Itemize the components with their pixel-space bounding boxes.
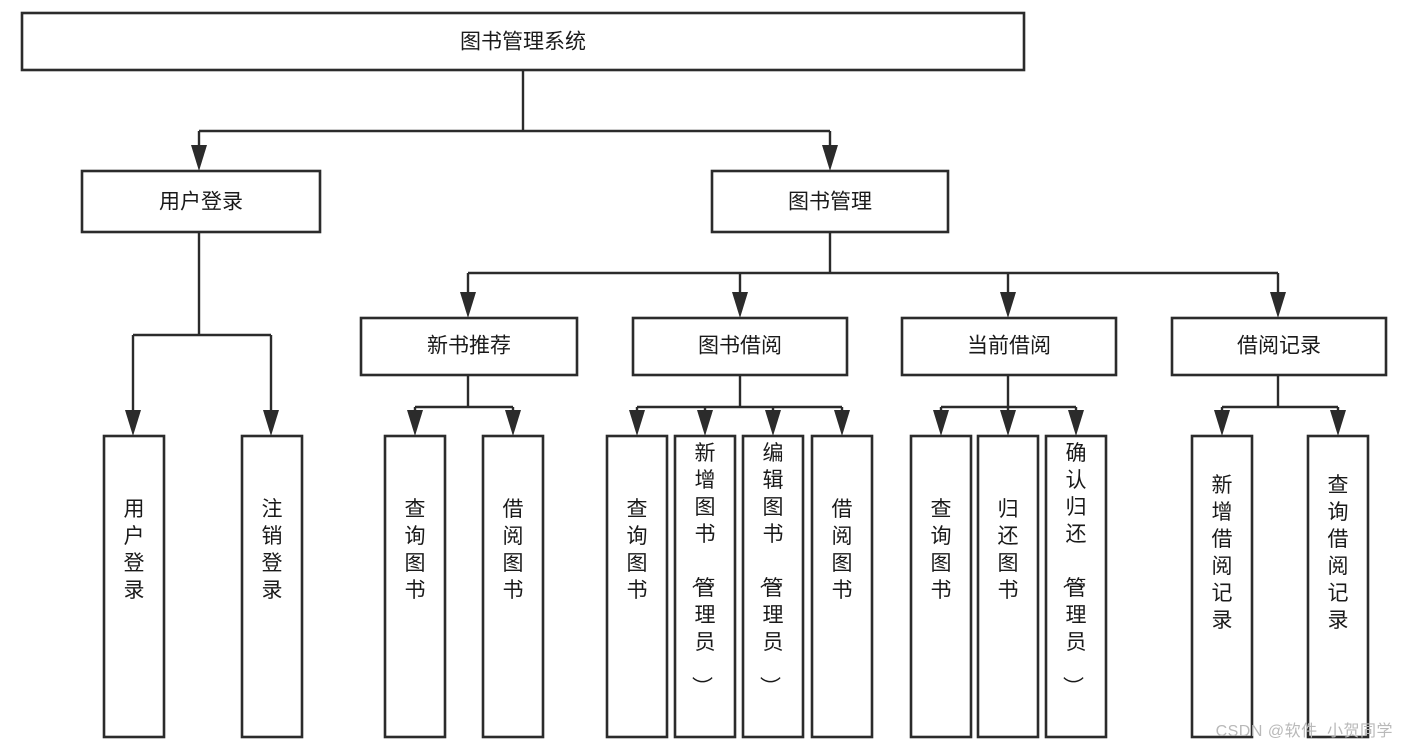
leaf-box — [909, 434, 973, 739]
node-book-borrow-box — [631, 316, 849, 377]
arrow-head-user-login-leaf — [125, 410, 141, 436]
leaf-label: 编辑图书（管理员） — [758, 442, 784, 697]
node-current-borrow-box — [900, 316, 1118, 377]
node-borrow-record-box — [1170, 316, 1388, 377]
arrow-head-record-leaf1 — [1214, 410, 1230, 436]
node-new-book-recommend-label: 新书推荐 — [427, 335, 511, 358]
leaf-box — [741, 434, 805, 739]
leaf-label: 归还图书 — [998, 498, 1019, 602]
leaf-node-borrow-book-recommend[interactable]: 借阅图书 — [481, 434, 545, 739]
leaf-label: 新增图书（管理员） — [690, 442, 716, 697]
leaf-node-user-login[interactable]: 用户登录 — [102, 434, 166, 739]
leaf-label: 查询图书 — [931, 498, 952, 602]
leaf-node-add-borrow-record[interactable]: 新增借阅记录 — [1190, 434, 1254, 739]
node-user-login[interactable]: 用户登录 — [80, 169, 322, 234]
arrow-head-current-leaf2 — [1000, 410, 1016, 436]
arrow-head-current-borrow — [1000, 292, 1016, 318]
leaf-box — [976, 434, 1040, 739]
arrow-head-bookmgmt — [822, 145, 838, 171]
arrow-head-new-book — [460, 292, 476, 318]
node-book-borrow[interactable]: 图书借阅 — [631, 316, 849, 377]
leaf-box — [1044, 434, 1108, 739]
arrow-head-newbook-leaf2 — [505, 410, 521, 436]
leaf-label: 查询图书 — [627, 498, 648, 602]
node-root-system[interactable]: 图书管理系统 — [20, 11, 1026, 72]
node-book-management-label: 图书管理 — [788, 191, 872, 214]
arrow-head-logout-leaf — [263, 410, 279, 436]
arrow-head-record-leaf2 — [1330, 410, 1346, 436]
arrow-head-book-borrow — [732, 292, 748, 318]
node-borrow-record[interactable]: 借阅记录 — [1170, 316, 1388, 377]
leaf-node-add-book-admin[interactable]: 新增图书（管理员） — [673, 434, 737, 739]
node-new-book-recommend-box — [359, 316, 579, 377]
node-current-borrow-label: 当前借阅 — [967, 335, 1051, 358]
leaf-label: 新增借阅记录 — [1212, 474, 1233, 632]
leaf-box — [1190, 434, 1254, 739]
leaf-label: 确认归还（管理员） — [1061, 442, 1087, 697]
leaf-label: 用户登录 — [124, 498, 145, 602]
leaf-node-query-book-recommend[interactable]: 查询图书 — [383, 434, 447, 739]
leaf-box — [240, 434, 304, 739]
arrow-head-borrow-leaf3 — [765, 410, 781, 436]
node-user-login-box — [80, 169, 322, 234]
leaf-label: 查询借阅记录 — [1328, 474, 1349, 632]
arrow-head-borrow-leaf1 — [629, 410, 645, 436]
arrow-head-current-leaf1 — [933, 410, 949, 436]
leaf-node-confirm-return-admin[interactable]: 确认归还（管理员） — [1044, 434, 1108, 739]
leaf-label: 借阅图书 — [503, 498, 524, 602]
leaf-label: 借阅图书 — [832, 498, 853, 602]
leaf-node-edit-book-admin[interactable]: 编辑图书（管理员） — [741, 434, 805, 739]
node-new-book-recommend[interactable]: 新书推荐 — [359, 316, 579, 377]
leaf-box — [383, 434, 447, 739]
leaf-node-return-book[interactable]: 归还图书 — [976, 434, 1040, 739]
arrow-head-borrow-leaf4 — [834, 410, 850, 436]
leaf-box — [605, 434, 669, 739]
node-book-management[interactable]: 图书管理 — [710, 169, 950, 234]
node-root-box — [20, 11, 1026, 72]
arrow-head-userlogin — [191, 145, 207, 171]
node-user-login-label: 用户登录 — [159, 191, 243, 214]
arrow-head-borrow-leaf2 — [697, 410, 713, 436]
leaf-node-query-borrow-record[interactable]: 查询借阅记录 — [1306, 434, 1370, 739]
leaf-node-borrow-book[interactable]: 借阅图书 — [810, 434, 874, 739]
arrow-head-current-leaf3 — [1068, 410, 1084, 436]
leaf-box — [102, 434, 166, 739]
arrow-head-borrow-record — [1270, 292, 1286, 318]
node-book-borrow-label: 图书借阅 — [698, 335, 782, 358]
node-root-label: 图书管理系统 — [460, 31, 586, 54]
arrow-head-newbook-leaf1 — [407, 410, 423, 436]
node-borrow-record-label: 借阅记录 — [1237, 335, 1321, 358]
node-current-borrow[interactable]: 当前借阅 — [900, 316, 1118, 377]
leaf-box — [673, 434, 737, 739]
connector-layer — [125, 70, 1346, 436]
leaf-label: 查询图书 — [405, 498, 426, 602]
leaf-node-query-book-current[interactable]: 查询图书 — [909, 434, 973, 739]
leaf-node-query-book-borrow[interactable]: 查询图书 — [605, 434, 669, 739]
leaf-node-logout[interactable]: 注销登录 — [240, 434, 304, 739]
leaf-box — [1306, 434, 1370, 739]
leaf-label: 注销登录 — [262, 498, 283, 602]
node-book-management-box — [710, 169, 950, 234]
leaf-box — [481, 434, 545, 739]
leaf-box — [810, 434, 874, 739]
